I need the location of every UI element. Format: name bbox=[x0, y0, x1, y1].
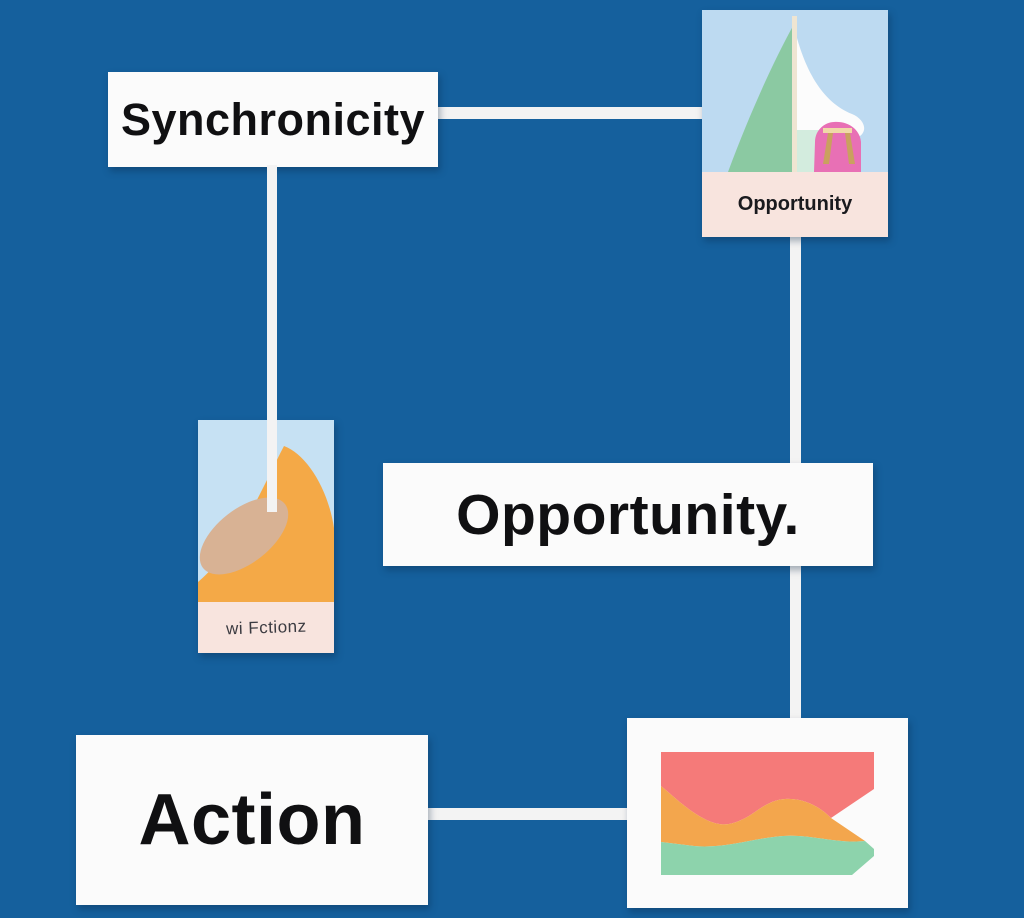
node-action: Action bbox=[76, 735, 428, 905]
dune-caption: wi Fctionz bbox=[225, 616, 307, 638]
connector-action-to-waves-card bbox=[426, 808, 628, 820]
waves-illustration bbox=[661, 751, 874, 875]
dune-illustration bbox=[198, 420, 334, 602]
card-waves bbox=[627, 718, 908, 908]
sail-green bbox=[728, 26, 793, 172]
dune-tan-blob bbox=[199, 497, 289, 575]
connector-synchronicity-to-dune-card bbox=[267, 165, 277, 512]
dune-caption-band: wi Fctionz bbox=[198, 602, 334, 653]
mast bbox=[792, 16, 797, 172]
card-dune: wi Fctionz bbox=[198, 420, 334, 653]
node-opportunity-label: Opportunity. bbox=[456, 482, 800, 547]
node-synchronicity-label: Synchronicity bbox=[120, 93, 426, 145]
node-action-label: Action bbox=[138, 780, 366, 860]
card-sailboat: Opportunity bbox=[702, 10, 888, 237]
wave-orange bbox=[661, 785, 865, 847]
sail-white bbox=[797, 38, 865, 143]
stool-legs bbox=[823, 133, 855, 164]
stool-seat bbox=[823, 128, 852, 133]
wave-red bbox=[661, 751, 874, 824]
wave-green bbox=[661, 835, 874, 875]
sailboat-illustration bbox=[702, 10, 888, 172]
sailboat-caption-band: Opportunity bbox=[702, 172, 888, 237]
node-synchronicity: Synchronicity bbox=[108, 72, 438, 167]
connector-synchronicity-to-sailboat-card bbox=[436, 107, 704, 119]
sailboat-caption: Opportunity bbox=[737, 193, 853, 215]
node-opportunity: Opportunity. bbox=[383, 463, 873, 566]
